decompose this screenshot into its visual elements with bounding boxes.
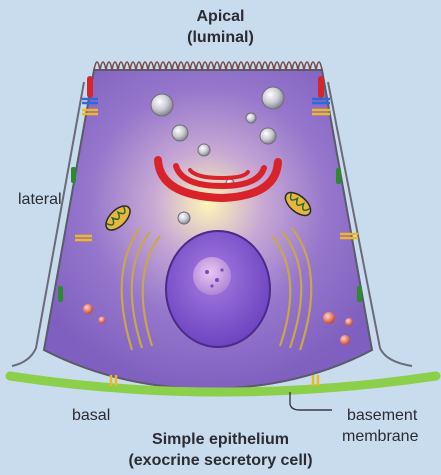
lysosome <box>323 312 335 324</box>
microvilli <box>94 62 322 70</box>
gap-junction-right-2 <box>357 286 362 302</box>
tight-junction-right <box>318 76 324 98</box>
caption-title: Simple epithelium <box>0 431 441 449</box>
lateral-label: lateral <box>18 191 62 209</box>
gap-junction-right-1 <box>336 168 341 184</box>
nucleolus <box>193 257 231 295</box>
apical-subtitle: (luminal) <box>0 29 441 47</box>
tight-junction-left <box>87 76 93 98</box>
lysosome <box>340 335 350 345</box>
nucleus <box>166 231 270 347</box>
lysosome <box>345 318 353 326</box>
lysosome <box>99 317 106 324</box>
lysosome <box>83 304 93 314</box>
basement-membrane-label-line1: basement <box>347 407 417 425</box>
basal-label: basal <box>72 407 110 425</box>
gap-junction-left-2 <box>58 286 63 302</box>
caption-subtitle: (exocrine secretory cell) <box>0 452 441 470</box>
vesicle <box>178 212 190 224</box>
apical-title: Apical <box>0 8 441 26</box>
vesicle <box>260 128 276 144</box>
vesicle <box>246 113 256 123</box>
gap-junction-left-1 <box>71 167 76 183</box>
vesicle <box>198 144 210 156</box>
vesicle <box>262 87 284 109</box>
vesicle <box>151 94 173 116</box>
vesicle <box>172 125 188 141</box>
basement-membrane-leader-line <box>290 392 332 410</box>
